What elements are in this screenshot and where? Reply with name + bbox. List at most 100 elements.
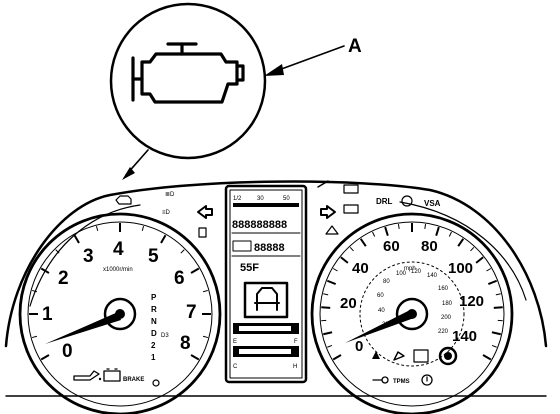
key-icon	[372, 376, 389, 384]
speed-tick-mark	[493, 306, 503, 309]
gear-indicator: 1	[151, 353, 156, 362]
inner-scale-label: 220	[438, 329, 449, 335]
center-display: 1/2 30 50 888888888 88888 55F E F C H	[224, 184, 308, 384]
speed-tick-label: 100	[448, 260, 473, 277]
speed-tick-label: 20	[340, 295, 357, 312]
gauge-scale-label: 1/2	[233, 196, 242, 202]
speed-tick-mark	[332, 354, 342, 361]
tach-tick-mark	[95, 225, 99, 232]
tach-tick-label: 5	[148, 246, 159, 267]
tach-unit-label: x1000r/min	[103, 267, 133, 273]
inner-scale-label: 100	[396, 271, 407, 277]
vsa-indicator: VSA	[424, 199, 441, 208]
tachometer: 0 1 2 3 4 5 6 7 8 x1000r/min P R N D 2 1…	[18, 212, 222, 414]
speed-tick-label: 140	[452, 328, 477, 345]
speed-tick-label: 80	[421, 238, 438, 255]
speed-tick-mark	[424, 223, 427, 230]
cluster-housing	[4, 180, 548, 397]
inner-scale-label: 60	[377, 293, 384, 299]
warning-triangle-icon	[325, 225, 339, 235]
gear-indicator: R	[151, 305, 157, 314]
airbag-icon	[393, 351, 405, 361]
speed-tick-mark	[495, 293, 501, 296]
tach-tick-mark	[40, 267, 50, 274]
upper-right-indicators: DRL VSA	[317, 180, 441, 235]
srs-indicator-icon	[413, 349, 429, 363]
tach-tick-mark	[31, 335, 38, 339]
speed-tick-label: 0	[355, 338, 363, 355]
inner-scale-label: 120	[411, 269, 422, 275]
gear-indicator: D	[151, 329, 157, 338]
temp-cold-label: C	[233, 364, 238, 370]
tach-needle	[45, 312, 121, 344]
temp-hot-label: H	[293, 364, 297, 370]
check-engine-icon	[131, 42, 245, 104]
tach-tick-mark	[141, 225, 145, 232]
fuel-icon	[198, 227, 207, 238]
speed-tick-mark	[491, 331, 501, 336]
speed-tick-mark	[435, 226, 440, 236]
speed-tick-label: 60	[383, 238, 400, 255]
tach-tick-label: 2	[58, 268, 69, 289]
speed-tick-mark	[486, 268, 492, 272]
speed-tick-mark	[491, 344, 497, 348]
tach-tick-label: 7	[186, 302, 197, 323]
tach-tick-mark	[190, 354, 200, 361]
inner-scale-label: 160	[438, 286, 449, 292]
inner-scale-label: 40	[378, 308, 385, 314]
gauge-scale-label: 30	[257, 196, 264, 202]
callout-label-a: A	[348, 36, 362, 57]
tach-tick-mark	[31, 289, 38, 293]
speed-tick-mark	[321, 306, 331, 309]
fog-light-icon: ≣D	[165, 189, 175, 198]
gear-indicator: N	[151, 317, 157, 326]
gauge-scale-label: 50	[283, 196, 290, 202]
speed-tick-mark	[372, 231, 376, 237]
speed-tick-mark	[340, 256, 349, 264]
speed-tick-label: 120	[459, 293, 484, 310]
tach-tick-mark	[160, 234, 167, 244]
callout-magnifier	[109, 2, 267, 180]
tach-tick-mark	[55, 249, 60, 254]
tach-tick-mark	[40, 354, 50, 361]
tpms-lamp-icon	[438, 346, 458, 366]
brake-label: BRAKE	[123, 377, 144, 383]
speed-tick-mark	[326, 279, 337, 285]
wrench-icon	[317, 180, 329, 188]
check-engine-icon	[115, 195, 132, 205]
speed-tick-mark	[323, 293, 329, 296]
tach-tick-label: 0	[62, 341, 73, 362]
tach-tick-mark	[180, 249, 185, 254]
tach-tick-label: 6	[174, 268, 185, 289]
speed-tick-mark	[397, 223, 400, 230]
speed-tick-mark	[482, 354, 492, 361]
speed-tick-label: 40	[352, 260, 369, 277]
odometer-digits: 888888888	[232, 219, 287, 231]
speed-tick-mark	[323, 331, 333, 336]
d3-label: D3	[161, 333, 169, 339]
speed-tick-mark	[349, 246, 354, 252]
speed-tick-mark	[448, 231, 452, 237]
speedometer: 0 20 40 60 80 100 120 140 mph 20 40 60 8…	[310, 212, 514, 414]
inner-scale-label: 140	[427, 273, 438, 279]
fuel-full-label: F	[294, 339, 298, 345]
trip-digits: 88888	[254, 242, 285, 254]
speed-tick-mark	[475, 256, 484, 264]
tach-tick-label: 8	[180, 333, 191, 354]
gear-indicator: 2	[151, 341, 156, 350]
turn-signal-left-icon	[197, 205, 213, 219]
inner-scale-label: 200	[441, 315, 452, 321]
speed-tick-mark	[359, 238, 367, 247]
tpms-icon	[421, 374, 433, 386]
drl-indicator: DRL	[376, 197, 393, 206]
speed-tick-mark	[332, 268, 338, 272]
tach-tick-label: 4	[113, 239, 124, 260]
inner-scale-label: 180	[442, 301, 453, 307]
seatbelt-icon	[372, 351, 380, 359]
speed-tick-mark	[470, 246, 475, 252]
fuel-temp-bars: E F C H	[233, 323, 299, 370]
tach-tick-mark	[202, 289, 209, 293]
fuel-empty-label: E	[233, 339, 237, 345]
callout-a: A	[264, 36, 362, 76]
